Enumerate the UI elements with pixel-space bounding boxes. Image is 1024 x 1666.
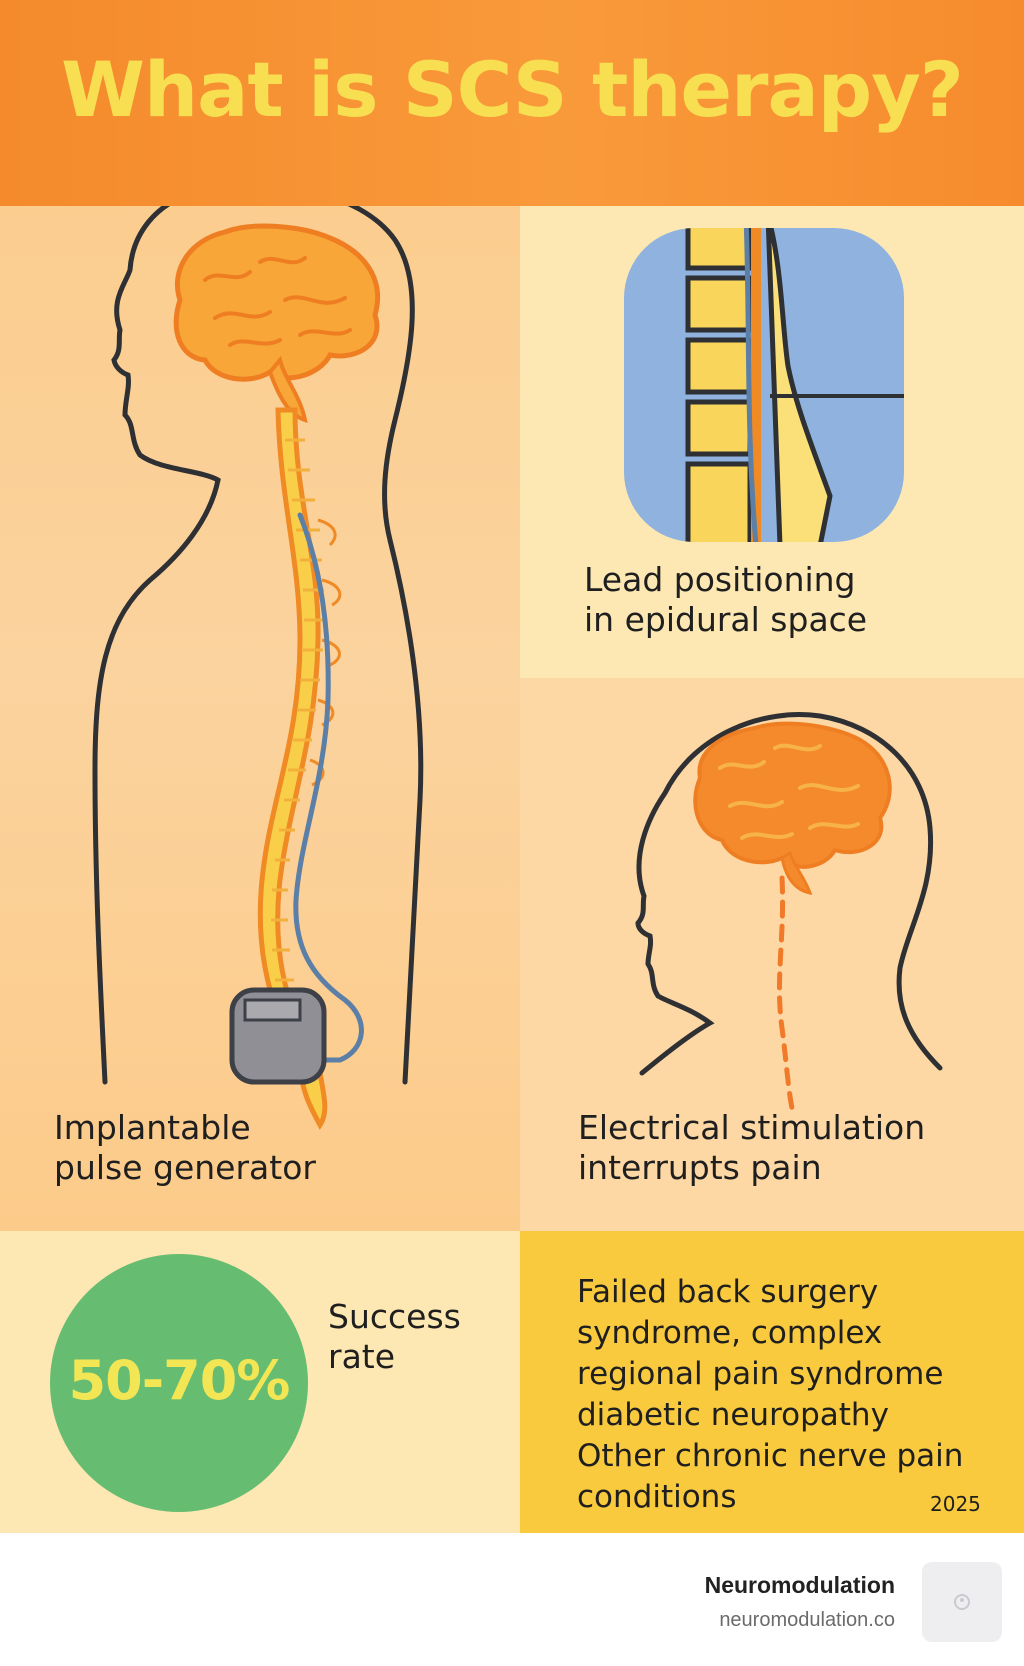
condition-line: conditions <box>577 1478 737 1515</box>
panel-conditions <box>520 1231 1024 1533</box>
nerve-signal-path <box>776 875 795 1111</box>
success-label-line-1: Success <box>328 1297 461 1336</box>
lead-wire-icon <box>293 512 364 1063</box>
head-profile-icon <box>635 712 943 1076</box>
lead-label: Lead positioning in epidural space <box>584 560 1004 641</box>
stimulation-label-line-2: interrupts pain <box>578 1148 822 1188</box>
header-banner: What is SCS therapy? <box>0 0 1024 206</box>
spine-icon <box>257 407 342 1130</box>
success-rate-circle <box>50 1254 308 1512</box>
condition-line: diabetic neuropathy <box>577 1396 889 1433</box>
conditions-list: Failed back surgery syndrome, complex re… <box>577 1272 1017 1517</box>
lead-label-line-1: Lead positioning <box>584 560 856 599</box>
success-rate-value: 50-70% <box>68 1349 291 1412</box>
stimulation-illustration <box>635 712 943 1111</box>
stimulation-label: Electrical stimulation interrupts pain <box>578 1108 1018 1189</box>
body-illustration <box>92 206 424 1130</box>
ipg-label: Implantable pulse generator <box>54 1108 494 1189</box>
condition-line: syndrome, complex <box>577 1314 883 1351</box>
brand-url-link[interactable]: neuromodulation.co <box>719 1609 895 1631</box>
success-label-line-2: rate <box>328 1337 396 1377</box>
lead-xray-illustration <box>624 228 904 542</box>
logo-icon <box>954 1594 970 1610</box>
pulse-generator-icon <box>229 987 327 1085</box>
condition-line: regional pain syndrome <box>577 1355 944 1392</box>
lead-label-line-2: in epidural space <box>584 600 868 640</box>
page-title: What is SCS therapy? <box>61 45 964 134</box>
condition-line: Other chronic nerve pain <box>577 1437 964 1474</box>
footer <box>0 1533 1024 1666</box>
brain-icon <box>693 721 892 895</box>
brain-icon <box>173 223 381 423</box>
condition-line: Failed back surgery <box>577 1274 879 1310</box>
ipg-label-line-2: pulse generator <box>54 1148 316 1188</box>
success-rate-label: Success rate <box>328 1297 508 1378</box>
brand-logo[interactable] <box>922 1562 1002 1642</box>
year-label: 2025 <box>930 1492 981 1516</box>
vertebra-xray-icon <box>685 228 904 542</box>
body-outline-icon <box>92 206 424 1085</box>
ipg-label-line-1: Implantable <box>54 1108 251 1147</box>
stimulation-label-line-1: Electrical stimulation <box>578 1108 926 1147</box>
brand-name[interactable]: Neuromodulation <box>704 1572 895 1598</box>
